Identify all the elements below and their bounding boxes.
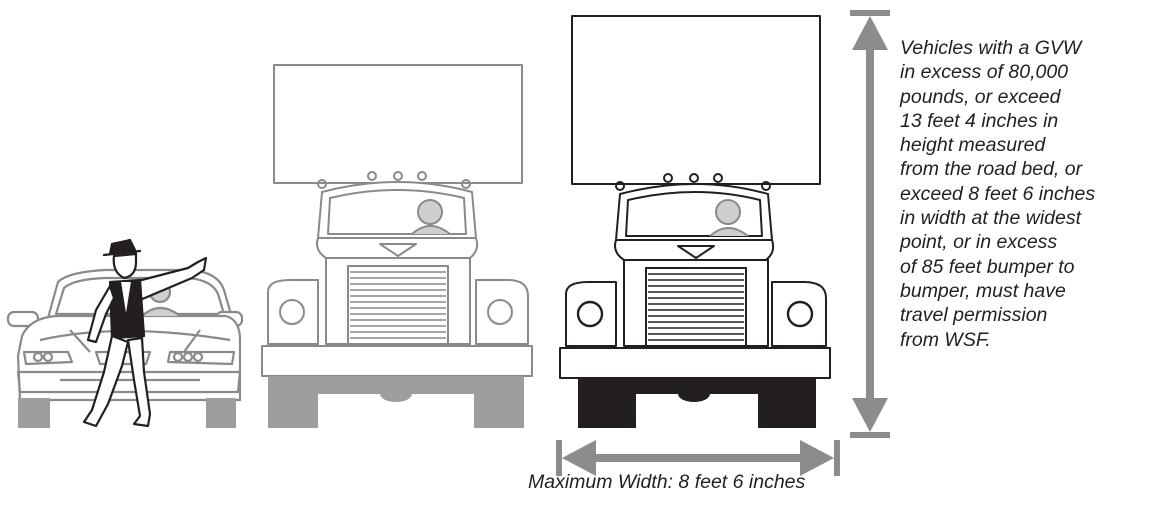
note-line: in excess of 80,000 bbox=[900, 60, 1150, 84]
note-line: bumper, must have bbox=[900, 279, 1150, 303]
width-caption: Maximum Width: 8 feet 6 inches bbox=[528, 470, 868, 494]
note-line: Vehicles with a GVW bbox=[900, 36, 1150, 60]
height-dimension-arrow bbox=[850, 10, 890, 438]
note-line: travel permission bbox=[900, 303, 1150, 327]
gray-truck-illustration bbox=[262, 65, 532, 428]
note-line: exceed 8 feet 6 inches bbox=[900, 182, 1150, 206]
note-line: of 85 feet bumper to bbox=[900, 255, 1150, 279]
note-line: in width at the widest bbox=[900, 206, 1150, 230]
note-line: point, or in excess bbox=[900, 230, 1150, 254]
note-line: 13 feet 4 inches in bbox=[900, 109, 1150, 133]
note-line: from WSF. bbox=[900, 328, 1150, 352]
permit-requirements-note: Vehicles with a GVW in excess of 80,000 … bbox=[900, 36, 1150, 352]
note-line: from the road bed, or bbox=[900, 157, 1150, 181]
note-line: pounds, or exceed bbox=[900, 85, 1150, 109]
note-line: height measured bbox=[900, 133, 1150, 157]
oversize-truck-illustration bbox=[560, 16, 830, 428]
